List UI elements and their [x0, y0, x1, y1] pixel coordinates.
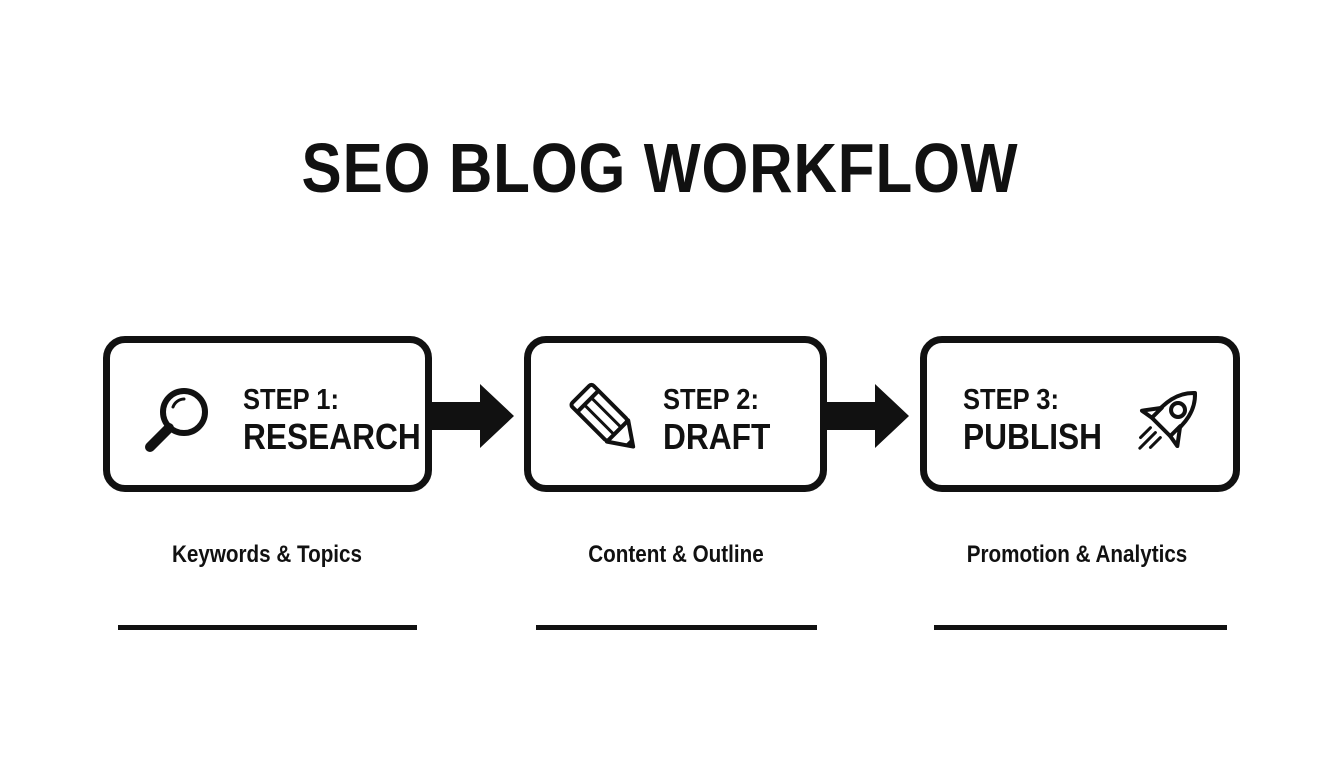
pencil-icon	[569, 382, 636, 449]
step-2-box: STEP 2: DRAFT	[524, 336, 827, 492]
step-3-number: STEP 3:	[963, 384, 1059, 416]
step-1-caption: Keywords & Topics	[171, 541, 363, 568]
step-3-name: PUBLISH	[963, 416, 1103, 457]
step-3-box: STEP 3: PUBLISH	[920, 336, 1240, 492]
step-1-underline	[118, 625, 417, 630]
step-3-caption: Promotion & Analytics	[966, 541, 1188, 568]
step-2-name: DRAFT	[663, 416, 771, 457]
magnifying-glass-icon	[145, 388, 208, 452]
step-3-underline	[934, 625, 1227, 630]
arrow-right-icon	[430, 384, 514, 448]
step-2-caption: Content & Outline	[588, 541, 764, 568]
arrow-right-icon	[825, 384, 909, 448]
step-2-underline	[536, 625, 817, 630]
step-2-number: STEP 2:	[663, 384, 759, 416]
step-1-box: STEP 1: RESEARCH	[103, 336, 432, 492]
step-1-number: STEP 1:	[243, 384, 339, 416]
rocket-icon	[1138, 391, 1197, 450]
page-title: SEO BLOG WORKFLOW	[301, 129, 1019, 207]
step-1-name: RESEARCH	[243, 416, 421, 457]
